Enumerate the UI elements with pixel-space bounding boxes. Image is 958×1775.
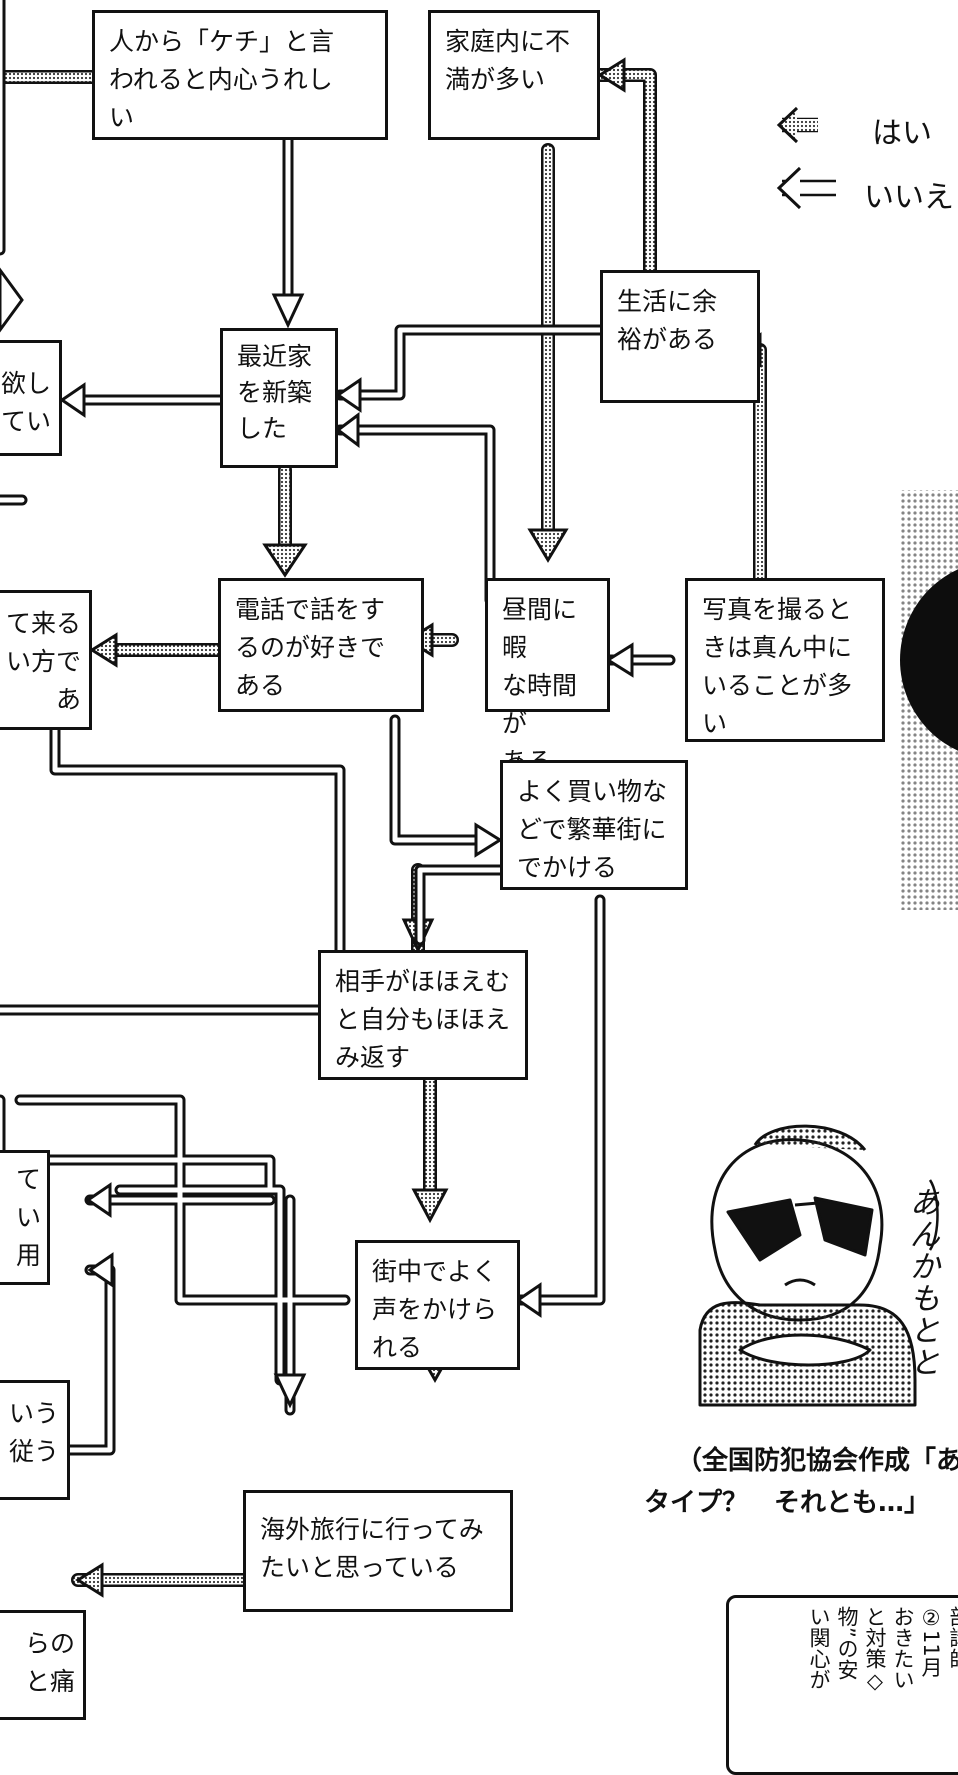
notice-box: 部講師 ②11月 おきたい と対策◇ 物”の安 い関心が: [726, 1595, 958, 1775]
box-machinaka: 街中でよく 声をかけら れる: [355, 1240, 520, 1370]
bubble-tail: [928, 1179, 939, 1251]
box-itami-partial: らの と痛: [0, 1610, 86, 1720]
legend-yes-label: はい: [872, 116, 932, 151]
box-yoyu: 生活に余 裕がある: [600, 270, 760, 403]
box-kaigai: 海外旅行に行ってみ たいと思っている: [243, 1490, 513, 1612]
box-kuru-partial: て来る い方であ: [0, 590, 92, 730]
notice-column: 部講師: [947, 1606, 958, 1669]
box-shashin: 写真を撮ると きは真ん中に いることが多 い: [685, 578, 885, 742]
legend-yes-arrow-icon: [776, 106, 818, 144]
box-shitagau-partial: いう 従う: [0, 1380, 70, 1500]
legend-no-label: いいえ: [864, 180, 954, 215]
notice-column: おきたい: [891, 1606, 915, 1690]
speech-bubble-text: あん かも とと: [910, 1188, 940, 1380]
box-hohoemu: 相手がほほえむ と自分もほほえ み返す: [318, 950, 528, 1080]
box-denwa: 電話で話をす るのが好きで ある: [218, 578, 424, 712]
box-kaimono: よく買い物な どで繁華街に でかける: [500, 760, 688, 890]
notice-column: い関心が: [807, 1606, 831, 1690]
sunglasses-character-icon: [698, 1124, 917, 1407]
caption-line2: タイプ？ それとも…」: [644, 1488, 931, 1518]
box-fuman: 家庭内に不 満が多い: [428, 10, 600, 140]
box-hima: 昼間に暇 な時間が ある: [485, 578, 610, 776]
notice-column: 物”の安: [835, 1606, 859, 1680]
notice-column: と対策◇: [863, 1606, 887, 1693]
box-shiyou-partial: てい 用す る: [0, 1150, 50, 1285]
box-shinchiku: 最近家 を新築 した: [220, 328, 338, 468]
halftone-circle: [900, 490, 958, 910]
legend-no-arrow-icon: [776, 166, 836, 210]
box-hoshii-partial: 欲し てい: [0, 340, 62, 456]
caption-line1: （全国防犯協会作成「あな: [676, 1446, 958, 1476]
box-kechi: 人から「ケチ」と言 われると内心うれし い: [92, 10, 388, 140]
notice-column: ②11月: [919, 1606, 943, 1678]
